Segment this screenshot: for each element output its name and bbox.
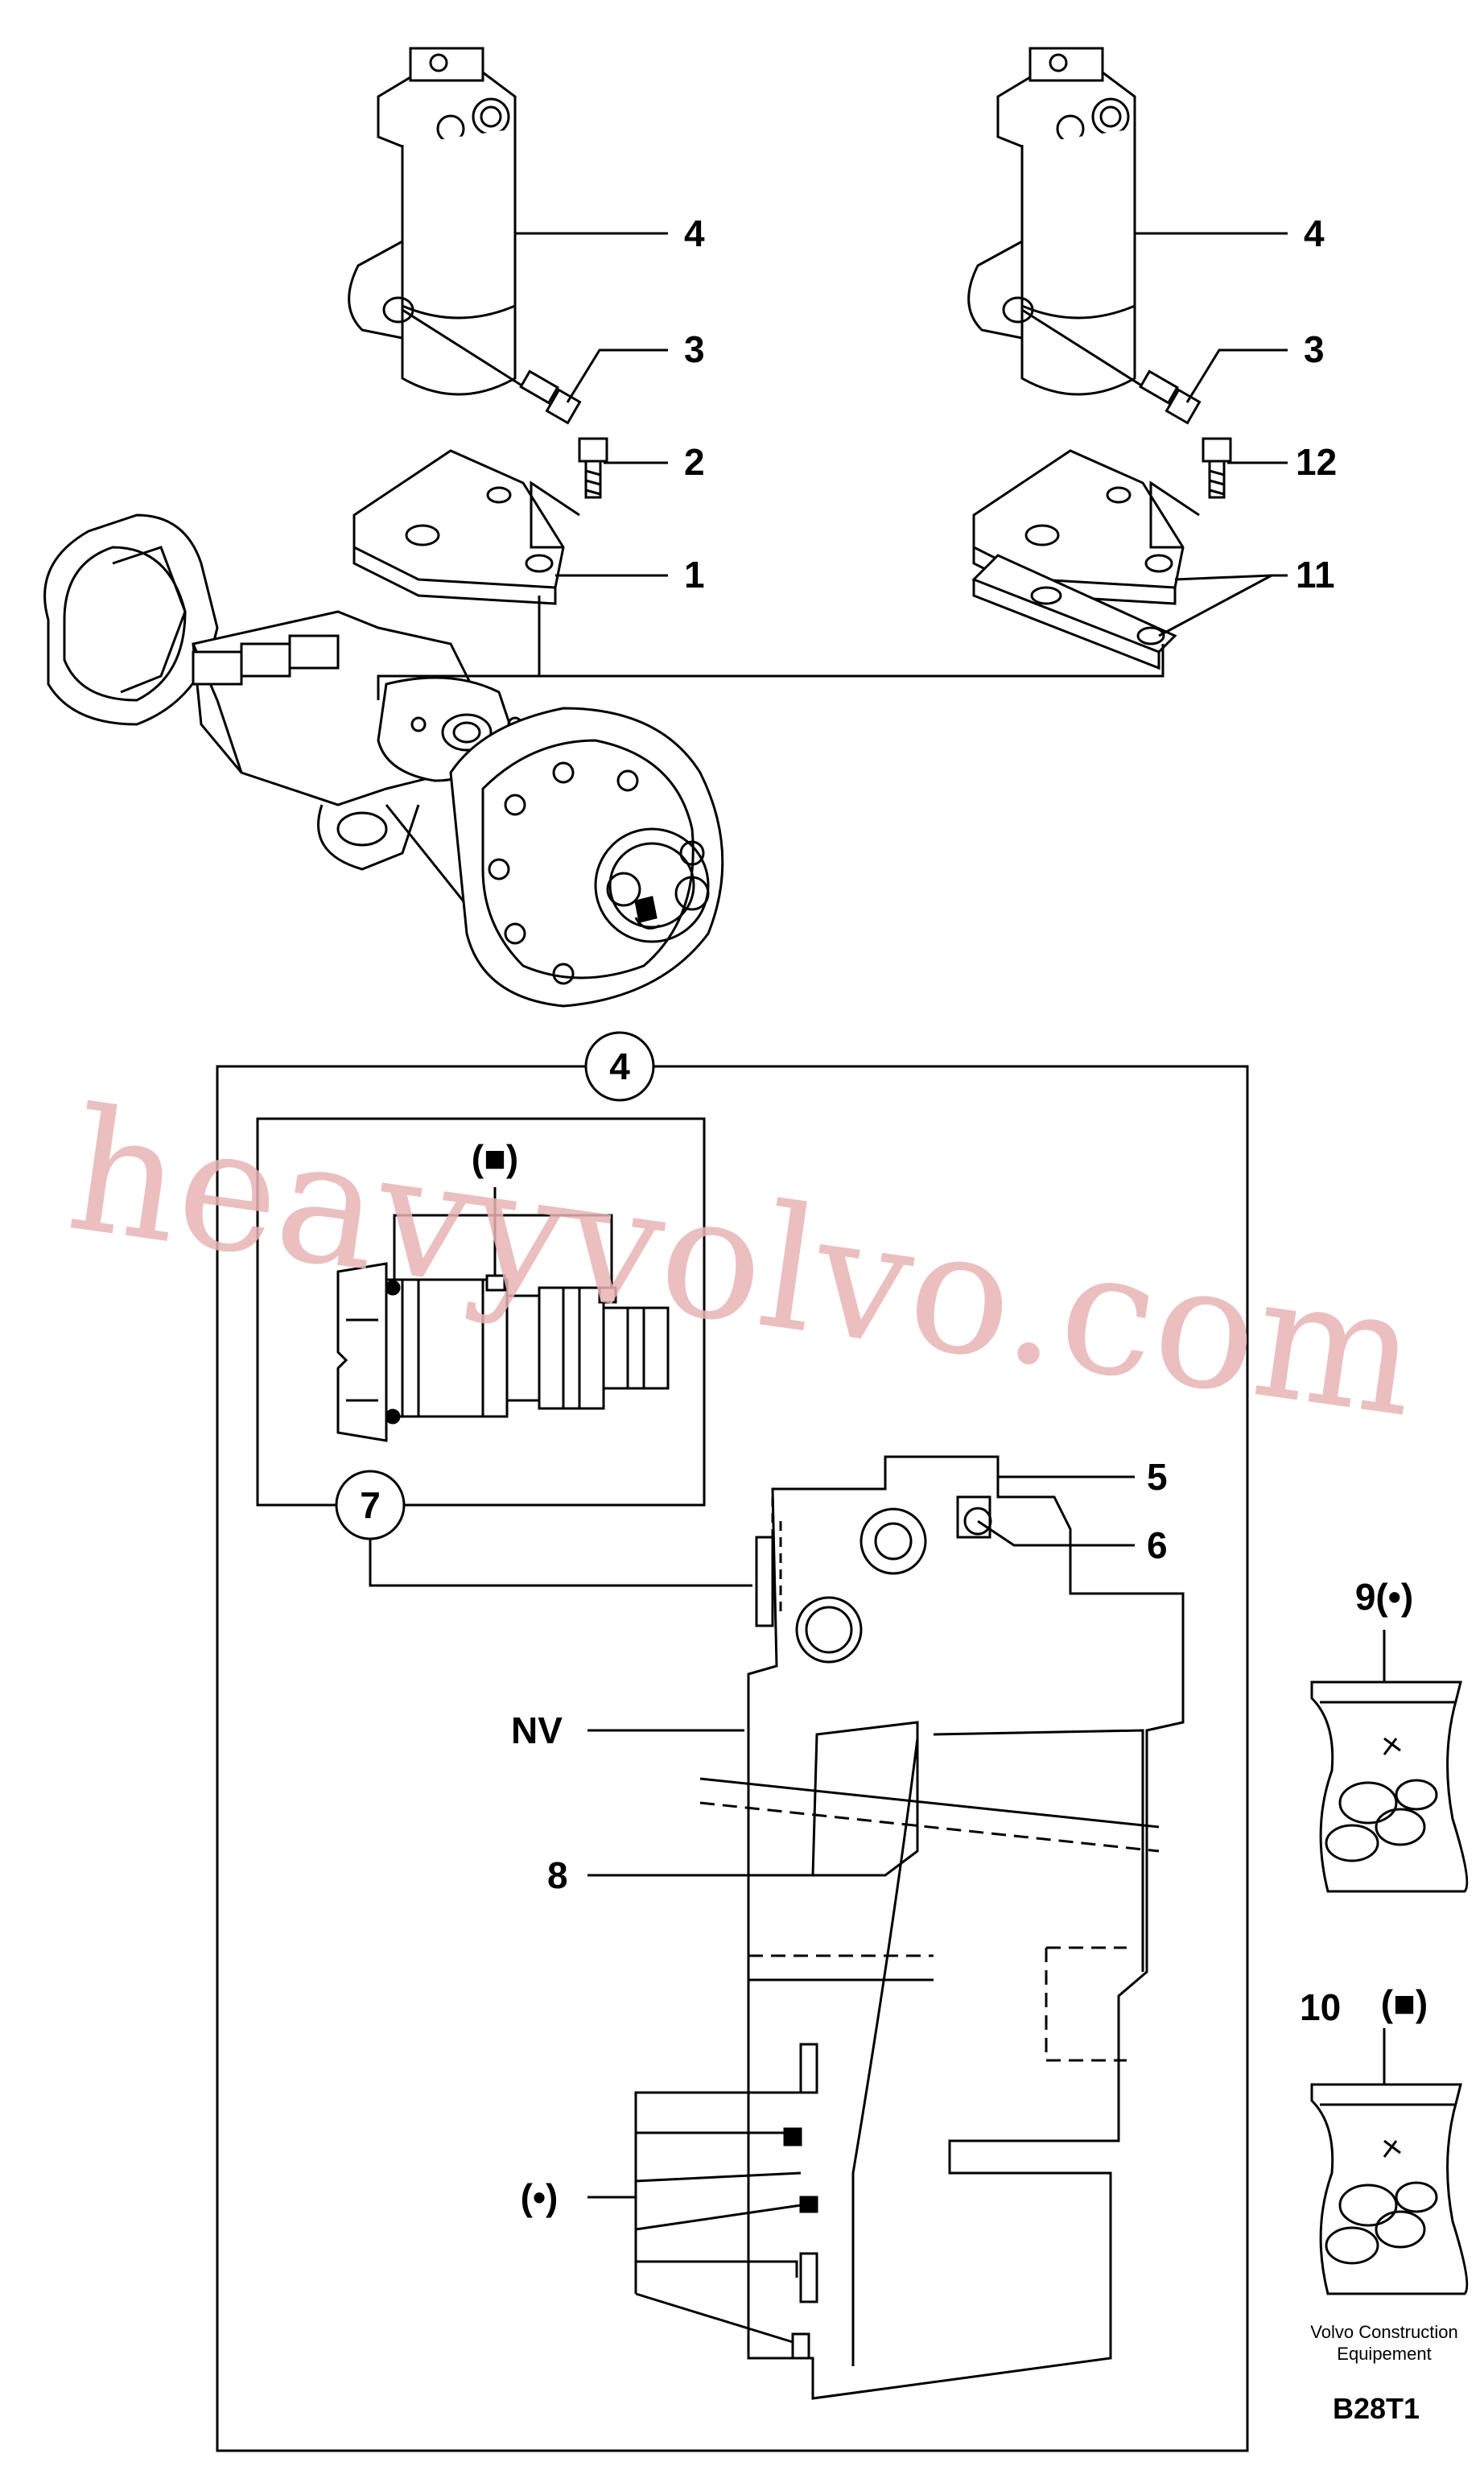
label-part-nv: NV xyxy=(511,1709,563,1751)
leader-lines-top xyxy=(377,232,1288,700)
axle-assembly xyxy=(43,513,724,1008)
leader-7 xyxy=(369,1539,752,1587)
callout-dot-label: (•) xyxy=(521,2176,559,2218)
screw-right-3 xyxy=(1021,308,1202,425)
label-part-2: 2 xyxy=(684,441,705,483)
screw-left-2 xyxy=(578,437,608,499)
callout-square-10-label: (■) xyxy=(1381,1982,1428,2024)
label-part-11: 11 xyxy=(1296,554,1335,596)
plate-left-1 xyxy=(352,449,580,605)
label-part-12: 12 xyxy=(1296,441,1337,483)
leader-lines-valve xyxy=(587,1475,1135,2344)
bag-10 xyxy=(1310,2028,1469,2295)
label-part-6: 6 xyxy=(1147,1524,1168,1566)
valve-body xyxy=(699,1455,1185,2400)
callout-4-circle xyxy=(584,1031,655,1102)
label-part-3-left: 3 xyxy=(684,328,705,370)
label-part-5: 5 xyxy=(1147,1456,1168,1498)
label-part-4-right: 4 xyxy=(1304,212,1325,254)
label-part-1: 1 xyxy=(684,554,705,596)
label-part-3-right: 3 xyxy=(1304,328,1325,370)
footer-company-line2: Equipement xyxy=(1337,2344,1431,2364)
screw-left-3 xyxy=(402,308,582,425)
fitting xyxy=(336,1187,670,1442)
callout-4-label: 4 xyxy=(609,1045,630,1087)
footer-code: B28T1 xyxy=(1333,2392,1420,2425)
callout-square-label: (■) xyxy=(472,1137,518,1179)
callout-7-label: 7 xyxy=(360,1484,381,1526)
label-part-8: 8 xyxy=(547,1854,568,1896)
screw-right-12 xyxy=(1202,437,1232,499)
cylinder-right xyxy=(967,47,1136,396)
label-part-9: 9(•) xyxy=(1355,1576,1413,1618)
footer-company-line1: Volvo Construction xyxy=(1310,2322,1457,2342)
label-part-4-left: 4 xyxy=(684,212,705,254)
cylinder-left xyxy=(348,47,517,396)
plates-right-11 xyxy=(971,449,1200,670)
detail-frame xyxy=(216,1065,1249,2452)
bag-9 xyxy=(1310,1630,1469,1893)
label-part-10: 10 xyxy=(1300,1986,1341,2028)
